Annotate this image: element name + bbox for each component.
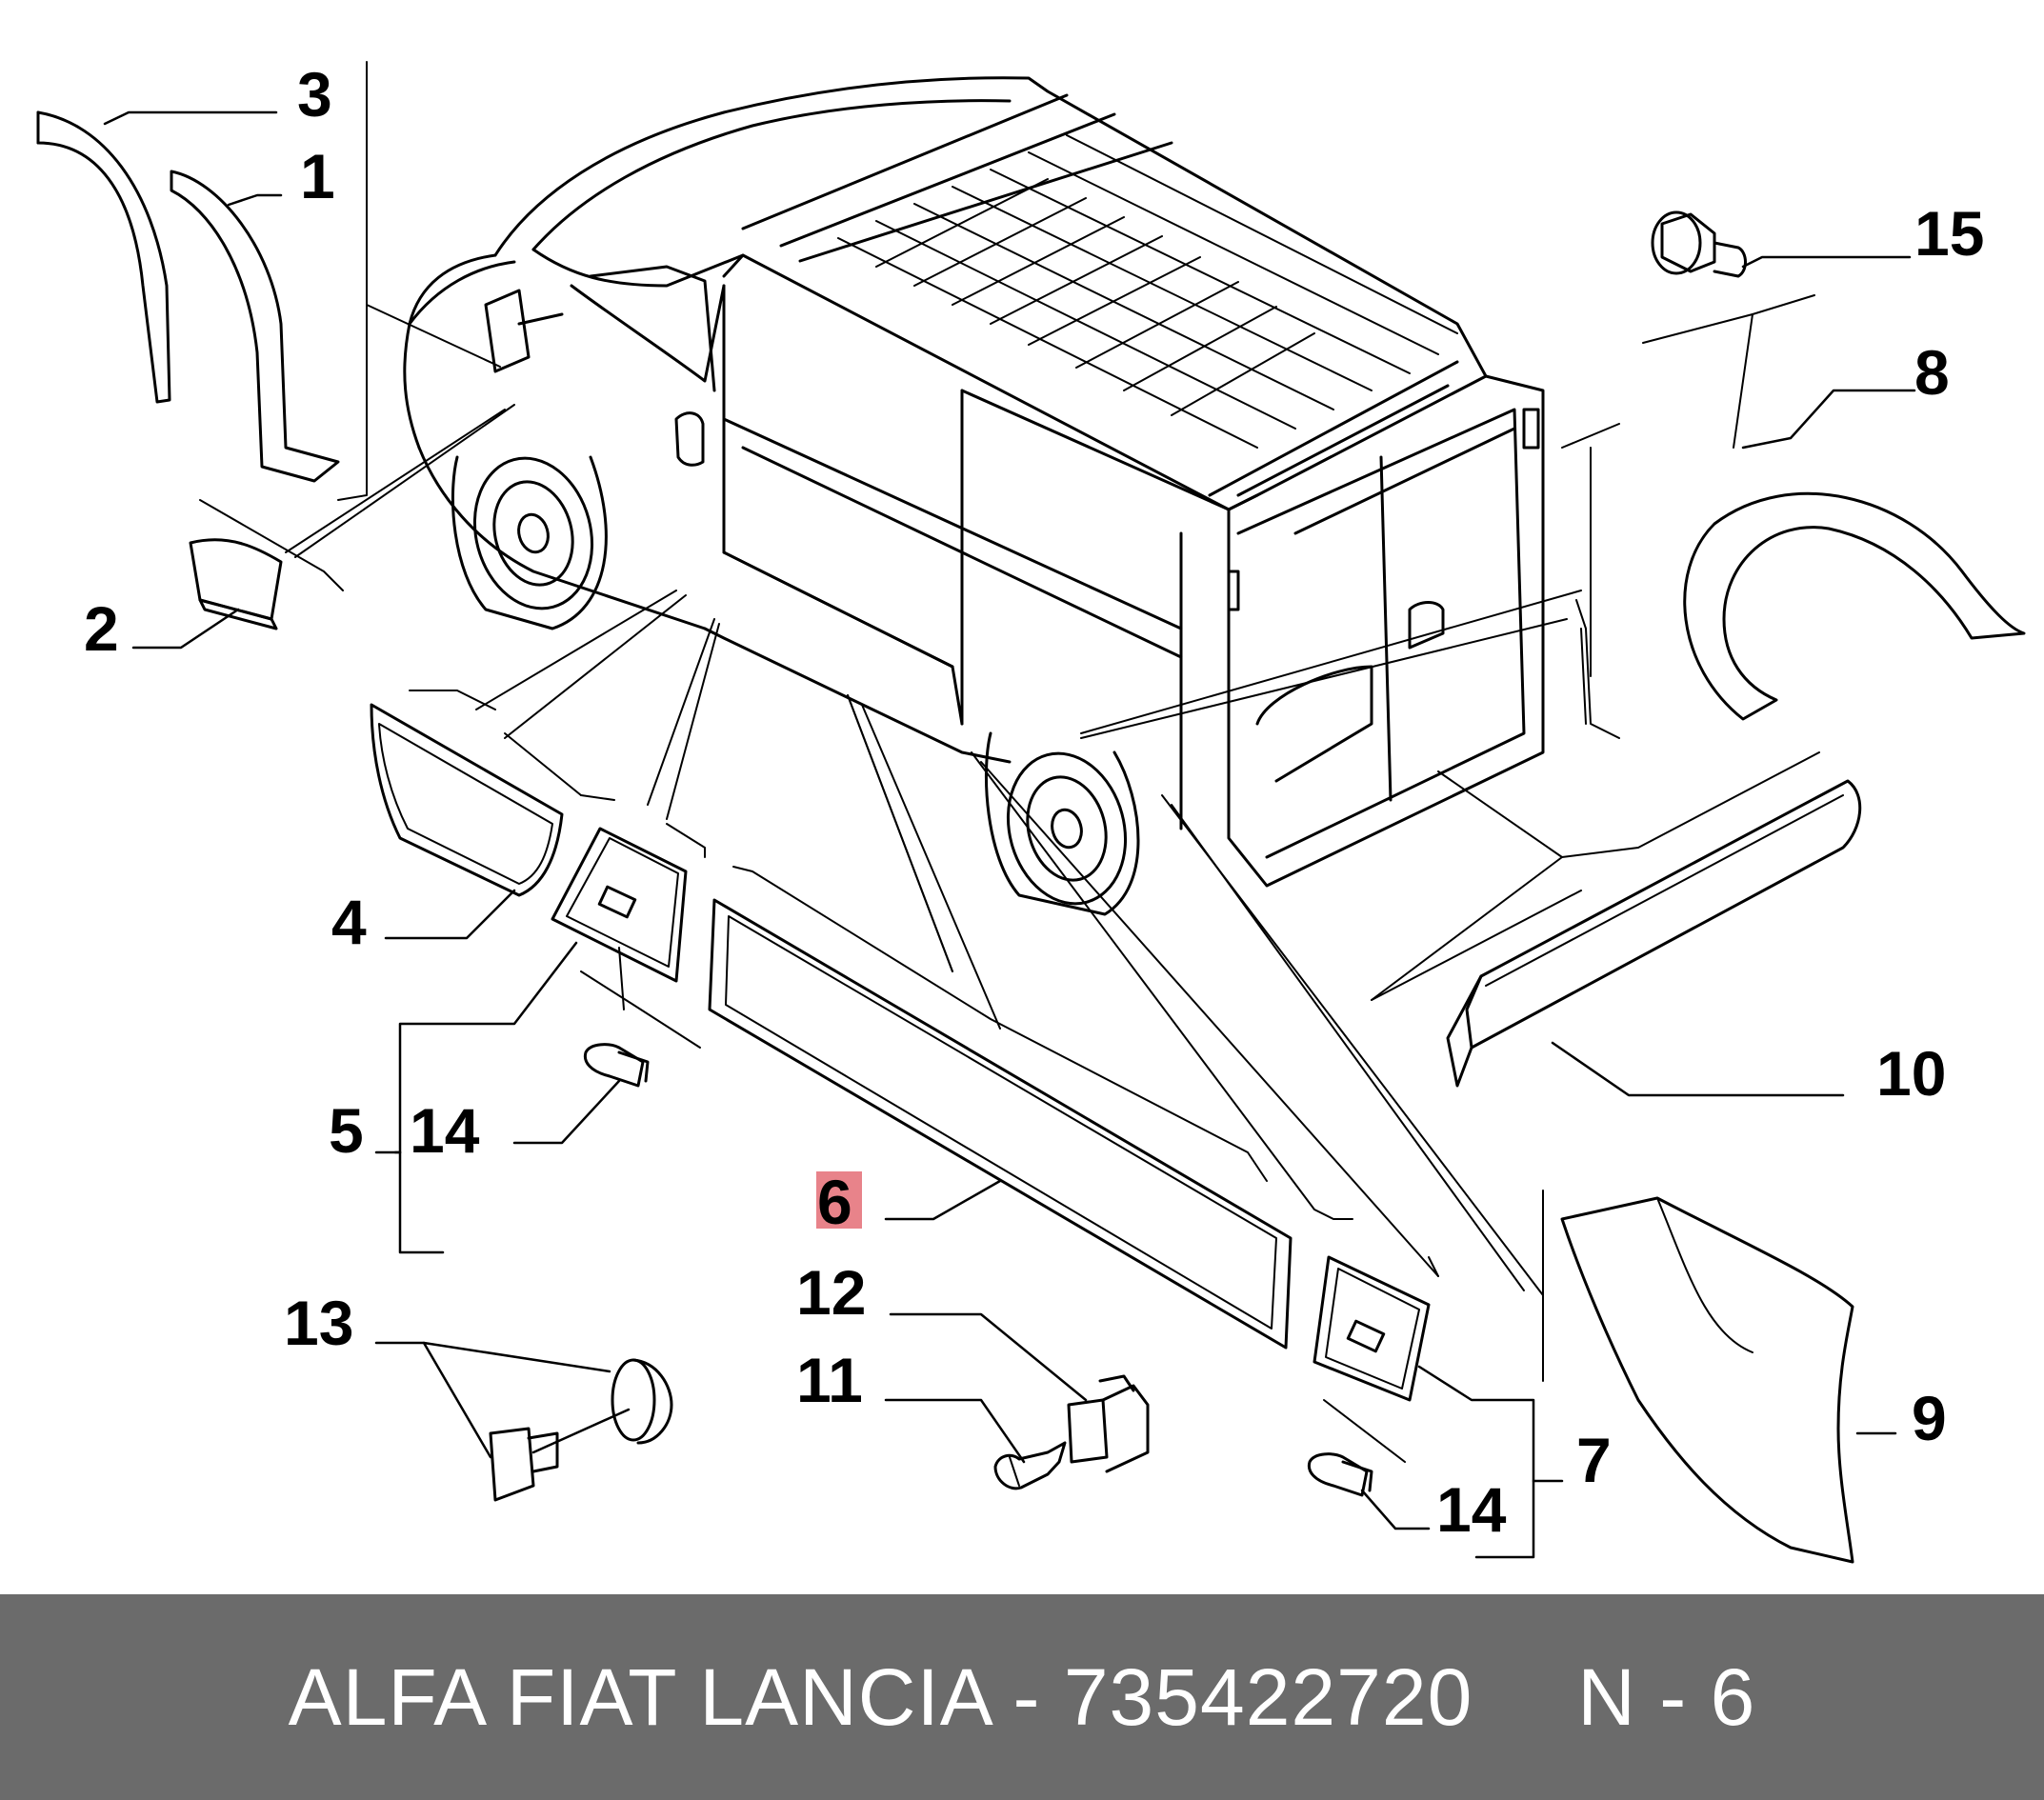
callout-2: 2 <box>84 593 119 664</box>
callout-15: 15 <box>1914 198 1984 269</box>
part-15-bolt <box>1651 210 1747 278</box>
callout-8: 8 <box>1914 337 1950 408</box>
part-13-clip <box>489 1358 673 1502</box>
footer-page-ref: N - 6 <box>1577 1651 1756 1742</box>
callout-7: 7 <box>1576 1425 1612 1495</box>
guide-lines <box>199 61 1820 1463</box>
callout-6: 6 <box>817 1167 852 1237</box>
part-14-bulb-right <box>1307 1452 1373 1497</box>
footer-bar: ALFA FIAT LANCIA - 735422720 N - 6 <box>0 1594 2044 1800</box>
footer-part-number: ALFA FIAT LANCIA - 735422720 <box>288 1651 1473 1742</box>
leader-lines <box>103 110 1916 1559</box>
callout-11: 11 <box>796 1345 863 1415</box>
callout-9: 9 <box>1912 1383 1947 1453</box>
part-4-door-trim <box>370 703 564 897</box>
part-6-side-moulding <box>708 898 1293 1350</box>
part-11-screw <box>993 1441 1067 1490</box>
callout-12: 12 <box>796 1257 866 1328</box>
callout-1: 1 <box>300 141 335 211</box>
callout-13: 13 <box>284 1288 353 1358</box>
highlight-box <box>816 1171 862 1229</box>
van-illustration <box>403 76 1545 916</box>
callout-5: 5 <box>329 1095 364 1166</box>
part-10-bumper-strip <box>1446 779 1862 1088</box>
callout-3: 3 <box>297 59 332 130</box>
part-1-arch-extension <box>170 170 340 483</box>
callout-4: 4 <box>331 887 367 957</box>
part-5-mount-pad <box>551 827 688 983</box>
part-2-corner-trim <box>189 538 283 630</box>
callout-14-left: 14 <box>410 1095 480 1166</box>
part-12-clip-nut <box>1067 1374 1150 1473</box>
callout-10: 10 <box>1876 1038 1946 1109</box>
part-7-rear-pad <box>1313 1255 1431 1402</box>
part-9-corner-trim <box>1560 1196 1854 1564</box>
parts-diagram: 3 1 2 4 5 14 6 12 11 13 7 14 9 10 8 15 <box>36 59 2026 1564</box>
callout-14-right: 14 <box>1436 1474 1507 1545</box>
part-8-rear-arch <box>1683 491 2026 721</box>
part-14-bulb-left <box>583 1043 650 1088</box>
part-3-arch-trim <box>36 110 171 404</box>
